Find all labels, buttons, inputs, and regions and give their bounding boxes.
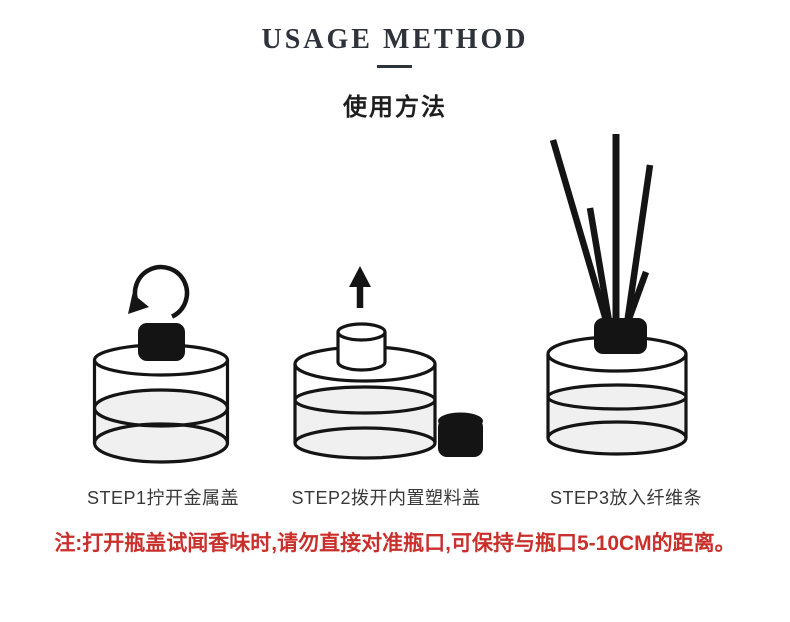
bottle-graphic: [92, 323, 230, 464]
usage-note: 注:打开瓶盖试闻香味时,请勿直接对准瓶口,可保持与瓶口5-10CM的距离。: [54, 532, 736, 555]
step1-illustration: [88, 262, 238, 467]
step2-illustration: [288, 262, 488, 467]
step3-label: STEP3放入纤维条: [549, 488, 703, 508]
bottle-graphic: [546, 318, 688, 456]
rotate-arrow-icon: [128, 264, 190, 319]
inner-plastic-plug: [336, 322, 387, 372]
metal-cap: [138, 323, 185, 361]
page-subtitle: 使用方法: [343, 94, 447, 121]
step1-label: STEP1拧开金属盖: [86, 488, 240, 508]
step3-illustration: [540, 132, 700, 467]
bottle-graphic: [293, 322, 437, 460]
removed-metal-cap: [438, 412, 483, 457]
reed-sticks: [549, 134, 654, 332]
title-divider: [377, 65, 412, 68]
step2-label: STEP2拨开内置塑料盖: [291, 488, 481, 508]
up-arrow-icon: [349, 266, 371, 308]
page-title: USAGE METHOD: [261, 24, 529, 55]
diffuser-cap: [594, 318, 647, 354]
